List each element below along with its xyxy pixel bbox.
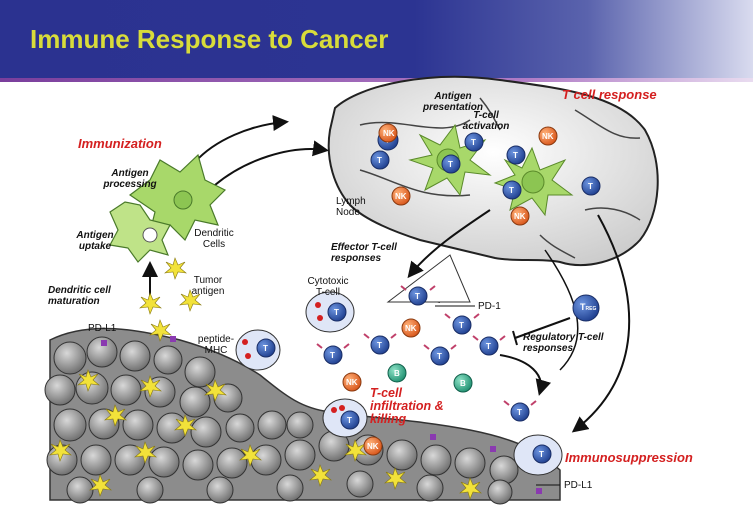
tumor-mass xyxy=(44,327,561,505)
svg-text:T: T xyxy=(415,292,420,301)
svg-text:T: T xyxy=(377,341,382,350)
nk-label: NK xyxy=(542,132,554,141)
svg-text:T: T xyxy=(517,408,522,417)
peptide-mhc-label: peptide-MHC xyxy=(197,334,235,356)
nk-label: NK xyxy=(514,212,526,221)
tumor-antigen-label: Tumor antigen xyxy=(191,275,225,297)
svg-text:T: T xyxy=(471,138,476,147)
svg-text:T: T xyxy=(377,156,382,165)
b-cell-label: B xyxy=(460,379,466,388)
suppressed-t-cell: T xyxy=(513,434,563,476)
immunization-label: Immunization xyxy=(78,136,162,151)
t-cells: T T T T T T T T T T T T T T xyxy=(316,129,601,422)
antigen-uptake-label: Antigen uptake xyxy=(76,230,114,252)
lymph-node xyxy=(327,75,659,266)
svg-text:T: T xyxy=(513,151,518,160)
svg-text:T: T xyxy=(509,186,514,195)
svg-text:T: T xyxy=(459,321,464,330)
nk-label: NK xyxy=(346,378,358,387)
pd-l1-top-label: PD-L1 xyxy=(88,323,117,334)
antigen-presentation-label: Antigen presentation xyxy=(422,91,483,113)
dendritic-cell-maturation-label: Dendritic cell maturation xyxy=(48,285,111,307)
svg-text:T: T xyxy=(334,308,339,317)
svg-text:T: T xyxy=(539,450,544,459)
pd1-label: PD-1 xyxy=(478,301,501,312)
treg-subscript: REG xyxy=(585,306,597,312)
tumor-antigen-particles xyxy=(139,257,202,342)
dendritic-cells-label: Dendritic Cells xyxy=(194,228,234,250)
t-cell-activation-label: T-cell activation xyxy=(462,110,510,132)
treg-letter: T xyxy=(580,302,586,312)
slide-header xyxy=(0,0,753,78)
svg-text:T: T xyxy=(330,351,335,360)
lymph-node-label: Lymph Node xyxy=(336,196,366,218)
nk-cells xyxy=(342,123,558,456)
treg-label: TREG xyxy=(580,302,596,315)
killing-t-cell: T xyxy=(235,329,281,371)
b-cell-label: B xyxy=(394,369,400,378)
nk-label: NK xyxy=(395,192,407,201)
b-cells xyxy=(387,363,473,393)
leader-lines xyxy=(435,305,560,486)
antigen-processing-label: Antigen processing xyxy=(103,168,157,190)
immunosuppression-label: Immunosuppression xyxy=(565,450,693,465)
svg-text:T: T xyxy=(486,342,491,351)
pd-l1-markers xyxy=(101,336,542,494)
svg-text:T: T xyxy=(448,160,453,169)
svg-text:T: T xyxy=(437,352,442,361)
nk-label: NK xyxy=(383,129,395,138)
infiltrating-t-cell: T xyxy=(322,398,368,438)
cytotoxic-t-cell-label: Cytotoxic T-cell xyxy=(307,276,349,298)
antigen-presenting-dendritic-cells xyxy=(109,153,227,263)
svg-text:T: T xyxy=(347,416,352,425)
slide-title: Immune Response to Cancer xyxy=(30,24,389,54)
regulatory-responses-label: Regulatory T-cell responses xyxy=(523,332,604,354)
nk-label: NK xyxy=(367,442,379,451)
nk-label: NK xyxy=(405,324,417,333)
t-cell-response-label: T cell response xyxy=(562,87,657,102)
infiltration-label: T-cell infiltration & killing xyxy=(370,386,444,426)
effector-responses-label: Effector T-cell responses xyxy=(331,242,397,264)
regulatory-t-cell xyxy=(572,294,600,322)
header-divider xyxy=(0,78,753,82)
svg-text:T: T xyxy=(588,182,593,191)
pd-l1-bottom-label: PD-L1 xyxy=(564,480,593,491)
svg-text:T: T xyxy=(263,344,268,353)
cytotoxic-t-cell: T xyxy=(305,291,355,333)
